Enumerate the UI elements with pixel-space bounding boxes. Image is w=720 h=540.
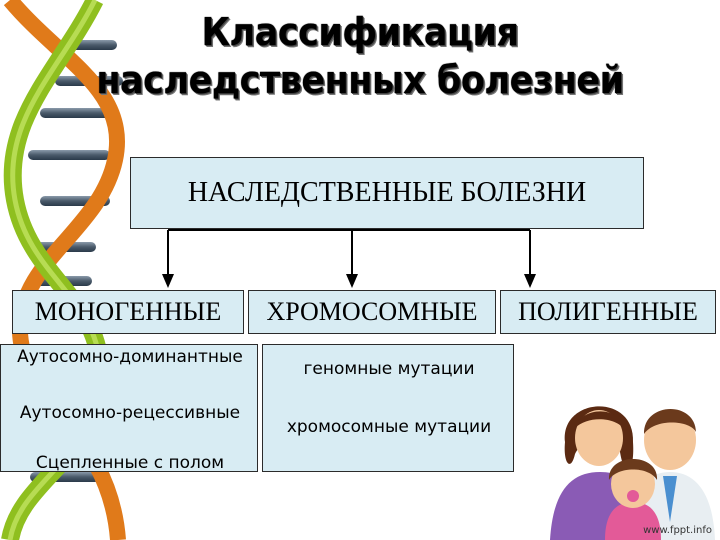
- category-monogenic: МОНОГЕННЫЕ: [12, 290, 244, 334]
- root-category-label: НАСЛЕДСТВЕННЫЕ БОЛЕЗНИ: [187, 177, 587, 208]
- footer-watermark: www.fppt.info: [643, 525, 712, 536]
- list-item: хромосомные мутации: [286, 417, 492, 437]
- arrow-heads: [162, 274, 536, 288]
- chromosomal-types-list: геномные мутации хромосомные мутации: [262, 344, 514, 472]
- category-polygenic-label: ПОЛИГЕННЫЕ: [518, 297, 698, 326]
- title-line-1: Классификация: [201, 10, 519, 54]
- connector-arrows: [162, 229, 536, 288]
- monogenic-types-list: Аутосомно-доминантные Аутосомно-рецессив…: [0, 344, 258, 473]
- category-monogenic-label: МОНОГЕННЫЕ: [34, 297, 222, 326]
- list-item: Аутосомно-доминантные: [17, 347, 243, 367]
- list-item: геномные мутации: [303, 359, 475, 379]
- connector-lines: [167, 229, 531, 276]
- category-chromosomal-label: ХРОМОСОМНЫЕ: [266, 297, 478, 326]
- list-item: Сцепленные с полом: [35, 453, 225, 473]
- category-polygenic: ПОЛИГЕННЫЕ: [500, 290, 716, 334]
- list-item: Аутосомно-рецессивные: [19, 403, 241, 423]
- page-title: Классификация наследственных болезней: [0, 8, 720, 104]
- category-chromosomal: ХРОМОСОМНЫЕ: [248, 290, 496, 334]
- title-line-2: наследственных болезней: [96, 58, 624, 102]
- root-category-box: НАСЛЕДСТВЕННЫЕ БОЛЕЗНИ: [130, 157, 644, 229]
- family-icon: [550, 406, 715, 540]
